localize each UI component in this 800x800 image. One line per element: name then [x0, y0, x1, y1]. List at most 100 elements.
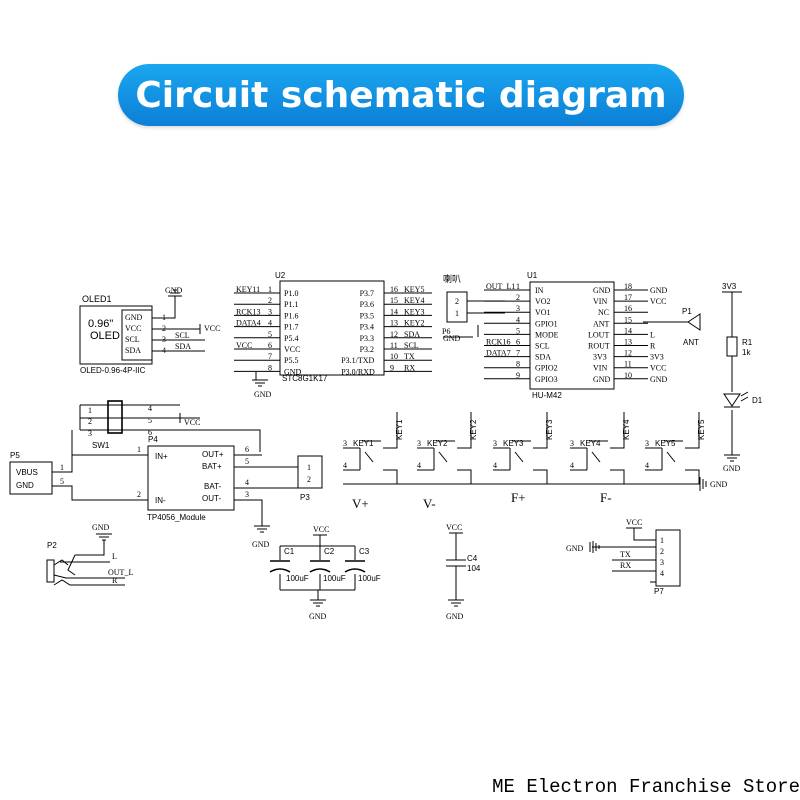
p4-pin-in-minus: IN- — [155, 496, 166, 505]
led-gnd: GND — [723, 464, 741, 473]
key-symbol — [493, 412, 548, 484]
p4-pin-num-5: 5 — [245, 457, 249, 466]
caps-vcc: VCC — [313, 525, 329, 534]
p5-pin-name-1: VBUS — [16, 468, 38, 477]
p4-pin-num-1: 1 — [137, 445, 141, 454]
r1-resistor — [726, 336, 738, 357]
led-circuit: 3V3 R1 1k D1 GND — [722, 282, 763, 473]
key-pin-4: 4 — [343, 461, 347, 470]
p5-wires — [52, 430, 148, 501]
sw1-switch: 1 2 3 4 5 6 VCC SW1 — [79, 400, 261, 452]
p3-body — [297, 455, 323, 489]
oled-pin-wires — [152, 296, 205, 352]
sw1-pin-3: 3 — [88, 429, 92, 438]
u2-left-pin-num: 5 — [268, 330, 272, 339]
p2-gnd: GND — [92, 523, 110, 532]
key-pin-3: 3 — [493, 439, 497, 448]
u1-left-pin-name: GPIO3 — [535, 375, 558, 384]
c4-symbol — [446, 532, 466, 600]
u1-right-pin-name: ROUT — [588, 342, 610, 351]
u1-right-pin-num: 17 — [624, 293, 632, 302]
p4-pin-num-2: 2 — [137, 490, 141, 499]
u2-left-pin-name: P1.0 — [284, 289, 298, 298]
p5-usb: P5 VBUS GND 1 5 — [9, 430, 148, 501]
u1-right-pin-net: VCC — [650, 297, 666, 306]
u2-right-pin-name: P3.7 — [360, 289, 374, 298]
speaker-pin-1: 1 — [455, 309, 459, 318]
u1-right-pin-name: GND — [593, 375, 611, 384]
p7-pin-4: 4 — [660, 569, 664, 578]
speaker-body — [446, 291, 468, 323]
u2-ref: U2 — [275, 271, 286, 280]
antenna-ref: P1 — [682, 307, 692, 316]
oled-pin-name-3: SCL — [125, 335, 140, 344]
d1-led-symbol — [723, 391, 749, 408]
p5-pin-num-5: 5 — [60, 477, 64, 486]
speaker-wires — [443, 300, 505, 338]
speaker-gnd: GND — [443, 334, 461, 343]
p4-pin-num-4: 4 — [245, 478, 249, 487]
p4-gnd-symbol — [254, 525, 270, 533]
bulk-capacitors: VCC C1 C2 C3 100uF 100uF 100uF GND — [269, 525, 381, 621]
u1-right-pin-num: 11 — [624, 360, 632, 369]
p7-ref: P7 — [654, 587, 664, 596]
c4-capacitor: VCC C4 104 GND — [446, 523, 481, 621]
u2-left-pin-net: VCC — [236, 341, 252, 350]
p7-pin-1: 1 — [660, 536, 664, 545]
caps-gnd: GND — [309, 612, 327, 621]
p7-pin-2: 2 — [660, 547, 664, 556]
u1-right-pin-net: GND — [650, 375, 668, 384]
u2-left-pin-num: 2 — [268, 296, 272, 305]
p7-wires — [589, 527, 656, 583]
u2-right-pin-net: KEY4 — [404, 296, 424, 305]
u2-right-pin-num: 9 — [390, 363, 394, 372]
key-ref: KEY5 — [655, 439, 676, 448]
p5-pin-num-1: 1 — [60, 463, 64, 472]
u1-left-pin-net: OUT_L1 — [486, 282, 515, 291]
u2-left-pin-net: KEY11 — [236, 285, 260, 294]
u1-right-pin-name: VIN — [593, 297, 607, 306]
u2-part: STC8G1K17 — [282, 374, 328, 383]
led-supply: 3V3 — [722, 282, 737, 291]
key-label-f-plus: F+ — [511, 490, 526, 505]
oled-vcc-net: VCC — [204, 324, 220, 333]
u2-right-pin-num: 14 — [390, 307, 398, 316]
c1-ref: C1 — [284, 547, 295, 556]
u2-left-pin-name: VCC — [284, 345, 300, 354]
p4-charger: P4 1 2 IN+ IN- OUT+ BAT+ BAT- OUT- 6 5 4… — [137, 435, 298, 549]
led-wires — [722, 291, 742, 455]
key-symbol — [645, 412, 700, 484]
u2-left-pin-name: GND — [284, 367, 302, 376]
key-pin-4: 4 — [417, 461, 421, 470]
u2-right-pin-net: KEY5 — [404, 285, 424, 294]
u2-gnd-net: GND — [254, 390, 272, 399]
p4-pin-bat-plus: BAT+ — [202, 462, 222, 471]
key-symbol — [343, 412, 398, 484]
u2-right-pin-num: 12 — [390, 330, 398, 339]
c4-vcc: VCC — [446, 523, 462, 532]
keys: GND 34KEY1KEY134KEY2KEY234KEY3KEY334KEY4… — [343, 412, 728, 491]
p4-pin-in-plus: IN+ — [155, 452, 168, 461]
c2-ref: C2 — [324, 547, 335, 556]
p4-pin-num-6: 6 — [245, 445, 249, 454]
p3-ref: P3 — [300, 493, 310, 502]
key-label-v-minus: V- — [423, 496, 436, 511]
speaker-ref: P6 — [442, 327, 450, 336]
oled-name-text: OLED — [90, 330, 120, 342]
p2-pin-l: L — [112, 552, 117, 561]
oled-ref: OLED1 — [82, 294, 112, 304]
u1-left-pin-name: GPIO2 — [535, 364, 558, 373]
key-label-f-minus: F- — [600, 490, 612, 505]
oled-gnd-symbol — [168, 289, 182, 297]
oled-sda-net: SDA — [175, 342, 191, 351]
p4-pin-out-minus: OUT- — [202, 494, 221, 503]
u2-gnd-symbol — [252, 372, 268, 387]
r1-ref: R1 — [742, 338, 753, 347]
u1-left-pin-name: IN — [535, 286, 544, 295]
d1-ref: D1 — [752, 396, 763, 405]
r1-value: 1k — [742, 348, 751, 357]
p2-body — [46, 559, 55, 583]
u1-right-pin-name: VIN — [593, 364, 607, 373]
p4-pin-out-plus: OUT+ — [202, 450, 224, 459]
